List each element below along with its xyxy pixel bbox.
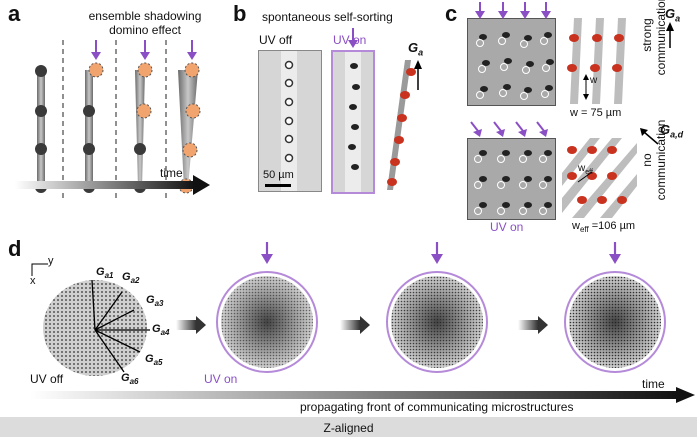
- time-arrow-d: [30, 387, 695, 403]
- c-top-micrograph: [467, 18, 556, 106]
- c-bottom-schematic: [562, 138, 637, 218]
- weff-sub: eff: [585, 169, 593, 176]
- axis-y-label: y: [48, 255, 54, 267]
- ga-bottom-label: G: [660, 122, 671, 137]
- axis-x-label: x: [30, 275, 36, 287]
- domino-column-1: [35, 65, 47, 193]
- time-label-d: time: [642, 377, 665, 391]
- time-arrow-a: [15, 175, 210, 195]
- uv-arrows-d: [261, 242, 621, 264]
- ga6-letter: G: [121, 372, 130, 384]
- gradient-sub-b: a: [418, 47, 424, 58]
- ga1-sub: a1: [104, 271, 114, 281]
- footer-text: Z-aligned: [323, 421, 374, 435]
- ga2-letter: G: [122, 271, 131, 283]
- time-label-a: time: [160, 166, 183, 180]
- ga4-letter: G: [152, 323, 161, 335]
- weff-bottom-prefix: w: [572, 220, 580, 232]
- uv-on-label-d: UV on: [204, 372, 238, 386]
- weff-label: w: [578, 163, 586, 174]
- ga3-sub: a3: [154, 299, 164, 309]
- uv-off-label-b: UV off: [259, 33, 293, 47]
- ga-bottom-sub: a,d: [670, 129, 684, 140]
- ga2-sub: a2: [130, 276, 140, 286]
- ga3-letter: G: [146, 294, 155, 306]
- sorted-rods-b: [387, 60, 416, 190]
- ga4-sub: a4: [160, 328, 170, 338]
- uv-arrows-c-bottom: [470, 121, 548, 137]
- strong-communication-label: strong communication: [640, 0, 669, 76]
- scale-bar-label: 50 µm: [263, 169, 294, 181]
- ga-top-arrow: [666, 22, 674, 48]
- front-label: propagating front of communicating micro…: [300, 400, 574, 414]
- uv-arrows-c-top: [475, 2, 551, 19]
- gradient-arrow-b: [414, 60, 422, 90]
- uv-off-micrograph: 50 µm: [258, 50, 322, 192]
- ga5-sub: a5: [153, 358, 163, 368]
- domino-column-3: [134, 62, 153, 193]
- axis-corner: [31, 263, 48, 276]
- uv-arrow-b: [348, 28, 358, 48]
- weff-bottom-sub: eff: [579, 225, 589, 235]
- panel-c-label: c: [445, 1, 458, 26]
- panel-d-label: d: [8, 236, 22, 261]
- ga-bottom-arrow: [640, 128, 659, 145]
- c-top-schematic: [567, 18, 626, 104]
- uv-on-disk-3: [564, 271, 666, 373]
- panel-b-label: b: [233, 1, 247, 26]
- uv-arrows-a: [91, 40, 197, 60]
- uv-on-label-c: UV on: [490, 220, 524, 234]
- ga5-letter: G: [145, 353, 154, 365]
- domino-column-2: [83, 62, 104, 193]
- panel-a-title: ensemble shadowing domino effect: [88, 9, 202, 37]
- uv-on-disk-2: [386, 271, 488, 373]
- panel-b-title: spontaneous self-sorting: [262, 10, 393, 24]
- ga6-sub: a6: [129, 377, 139, 387]
- uv-off-label-d: UV off: [30, 372, 64, 386]
- domino-column-4: [178, 62, 201, 194]
- footer-band: [0, 417, 697, 437]
- w-top-value: w = 75 µm: [570, 107, 622, 119]
- no-communication-label: no communication: [640, 119, 669, 201]
- ga1-letter: G: [96, 266, 105, 278]
- gradient-label-b: G: [408, 40, 419, 55]
- ga-top-label: G: [665, 6, 676, 21]
- uv-off-disk: [43, 279, 150, 376]
- weff-bottom-value: =106 µm: [588, 220, 636, 232]
- c-bottom-micrograph: [467, 138, 556, 220]
- step-arrows-d: [176, 316, 548, 334]
- uv-on-micrograph: [331, 50, 375, 194]
- domino-diagram: [35, 40, 201, 200]
- ga-top-sub: a: [675, 13, 681, 24]
- uv-on-disk-1: [216, 271, 318, 373]
- w-label-top: w: [590, 75, 598, 86]
- panel-a-label: a: [8, 1, 21, 26]
